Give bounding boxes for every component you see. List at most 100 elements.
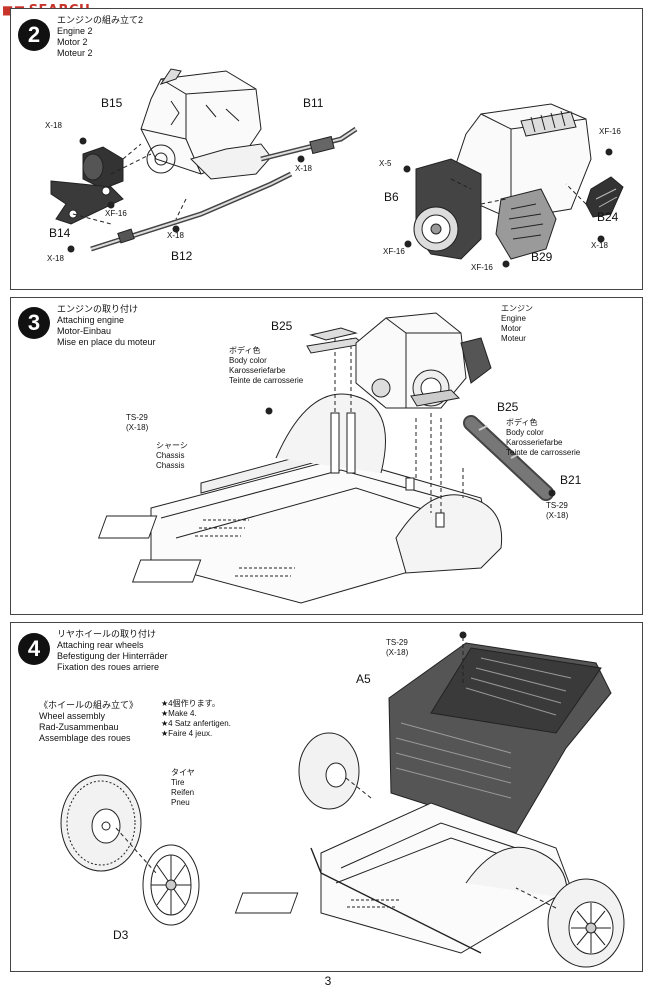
engine-note-ja: エンジン [501, 304, 533, 313]
wheel-assembly-ja: 《ホイールの組み立て》 [39, 700, 139, 710]
chassis-note-ja: シャーシ [156, 441, 188, 450]
screw-label-xf16-d: XF-16 [599, 127, 621, 136]
step-2-number: 2 [18, 19, 50, 51]
step-3-panel: 3 エンジンの取り付け Attaching engine Motor-Einba… [10, 297, 643, 615]
part-label-b25-right: B25 [497, 400, 519, 414]
screw-label-x5: X-5 [379, 159, 392, 168]
step-3-number: 3 [18, 307, 50, 339]
ts29-right-code: TS-29 [546, 501, 568, 510]
make-four-note: ★4個作ります。 ★Make 4. ★4 Satz anfertigen. ★F… [161, 699, 231, 739]
engine-note-fr: Moteur [501, 334, 526, 343]
chassis-vents-a [97, 515, 249, 539]
wheel-d3 [142, 844, 200, 926]
body-color-note-left: ボディ色 Body color Karosseriefarbe Teinte d… [229, 346, 303, 386]
step-3-titles: エンジンの取り付け Attaching engine Motor-Einbau … [57, 304, 156, 348]
ts29-note-left: TS-29 (X-18) [126, 413, 148, 433]
wheel-rear-car [547, 878, 625, 968]
screw-label-x18-d: X-18 [295, 164, 312, 173]
wheel-assembly-en: Wheel assembly [39, 711, 106, 721]
wheel-assembly-heading: 《ホイールの組み立て》 Wheel assembly Rad-Zusammenb… [39, 700, 138, 744]
make4-en: ★Make 4. [161, 709, 197, 718]
ts29-left-screw: (X-18) [126, 423, 149, 432]
part-label-d3: D3 [113, 928, 129, 942]
engine-note: エンジン Engine Motor Moteur [501, 304, 533, 344]
body-color-en: Body color [229, 356, 267, 365]
step-3-illustration [97, 312, 556, 604]
step-4-panel: 4 リヤホイールの取り付け Attaching rear wheels Befe… [10, 622, 643, 972]
part-label-b29: B29 [531, 250, 553, 264]
body-color-note-right: ボディ色 Body color Karosseriefarbe Teinte d… [506, 418, 580, 458]
tire-note: タイヤ Tire Reifen Pneu [171, 768, 195, 808]
body-color-right-de: Karosseriefarbe [506, 438, 563, 447]
ts29-note-step4: TS-29 (X-18) [386, 638, 408, 658]
step-2-illustration [50, 68, 624, 268]
part-label-b24: B24 [597, 210, 619, 224]
wheel-assembly-de: Rad-Zusammenbau [39, 722, 119, 732]
tire-left [60, 774, 142, 872]
chassis-note-en: Chassis [156, 451, 185, 460]
step-2-title-de: Motor 2 [57, 37, 88, 47]
step-3-title-en: Attaching engine [57, 315, 125, 325]
tire-note-ja: タイヤ [171, 768, 195, 777]
step-2-titles: エンジンの組み立て2 Engine 2 Motor 2 Moteur 2 [57, 15, 143, 59]
part-label-b25-top: B25 [271, 319, 293, 333]
step-2-panel: 2 エンジンの組み立て2 Engine 2 Motor 2 Moteur 2 [10, 8, 643, 290]
screw-label-x18-a: X-18 [45, 121, 62, 130]
rear-fender-right [395, 494, 503, 574]
part-label-b21: B21 [560, 473, 582, 487]
step-4-title-fr: Fixation des roues arriere [57, 662, 160, 672]
ts29-step4-screw: (X-18) [386, 648, 409, 657]
part-label-a5: A5 [356, 672, 371, 686]
body-color-de: Karosseriefarbe [229, 366, 286, 375]
duct-b29 [495, 188, 557, 260]
bracket-b25-mid [410, 389, 461, 407]
tire-note-en: Tire [171, 778, 185, 787]
body-color-right-fr: Teinte de carrosserie [506, 448, 581, 457]
step-3-title-fr: Mise en place du moteur [57, 337, 156, 347]
ts29-left-code: TS-29 [126, 413, 148, 422]
chassis-vents-b [131, 559, 295, 583]
make4-ja: ★4個作ります。 [161, 699, 220, 708]
part-label-b6: B6 [384, 190, 399, 204]
screw-label-xf16-a: XF-16 [105, 209, 127, 218]
step-4-title-en: Attaching rear wheels [57, 640, 144, 650]
wheel-front-car [298, 732, 360, 810]
step-2-title-en: Engine 2 [57, 26, 93, 36]
step-4-title-ja: リヤホイールの取り付け [57, 629, 157, 639]
chassis-note: シャーシ Chassis Chassis [156, 441, 188, 471]
chassis-note-de: Chassis [156, 461, 185, 470]
ts29-right-screw: (X-18) [546, 511, 569, 520]
make4-fr: ★Faire 4 jeux. [161, 729, 213, 738]
step-4-number: 4 [18, 633, 50, 665]
screw-label-x18-b: X-18 [47, 254, 64, 263]
part-label-b15: B15 [101, 96, 123, 110]
step-3-title-de: Motor-Einbau [57, 326, 112, 336]
tire-note-fr: Pneu [171, 798, 190, 807]
step-3-title-ja: エンジンの取り付け [57, 304, 139, 314]
ts29-step4-code: TS-29 [386, 638, 408, 647]
part-label-b12: B12 [171, 249, 193, 263]
step-4-titles: リヤホイールの取り付け Attaching rear wheels Befest… [57, 629, 168, 673]
engine-note-de: Motor [501, 324, 522, 333]
body-color-fr-1: Teinte de carrosserie [229, 376, 304, 385]
ts29-note-right: TS-29 (X-18) [546, 501, 568, 521]
step-2-title-fr: Moteur 2 [57, 48, 93, 58]
make4-de: ★4 Satz anfertigen. [161, 719, 231, 728]
part-label-b11: B11 [303, 96, 324, 110]
engine-note-en: Engine [501, 314, 526, 323]
screw-label-x18-e: X-18 [591, 241, 608, 250]
part-label-b14: B14 [49, 226, 71, 240]
page-number: 3 [324, 974, 332, 988]
screw-label-xf16-c: XF-16 [471, 263, 493, 272]
wheel-assembly-fr: Assemblage des roues [39, 733, 131, 743]
body-color-right-ja: ボディ色 [506, 418, 538, 427]
bracket-b25-top [309, 327, 358, 341]
body-color-right-en: Body color [506, 428, 544, 437]
step-2-title-ja: エンジンの組み立て2 [57, 15, 144, 25]
step-4-illustration [60, 631, 625, 968]
screw-label-x18-c: X-18 [167, 231, 184, 240]
tire-note-de: Reifen [171, 788, 195, 797]
screw-label-xf16-b: XF-16 [383, 247, 405, 256]
body-color-ja: ボディ色 [229, 346, 261, 355]
step-4-title-de: Befestigung der Hinterräder [57, 651, 168, 661]
